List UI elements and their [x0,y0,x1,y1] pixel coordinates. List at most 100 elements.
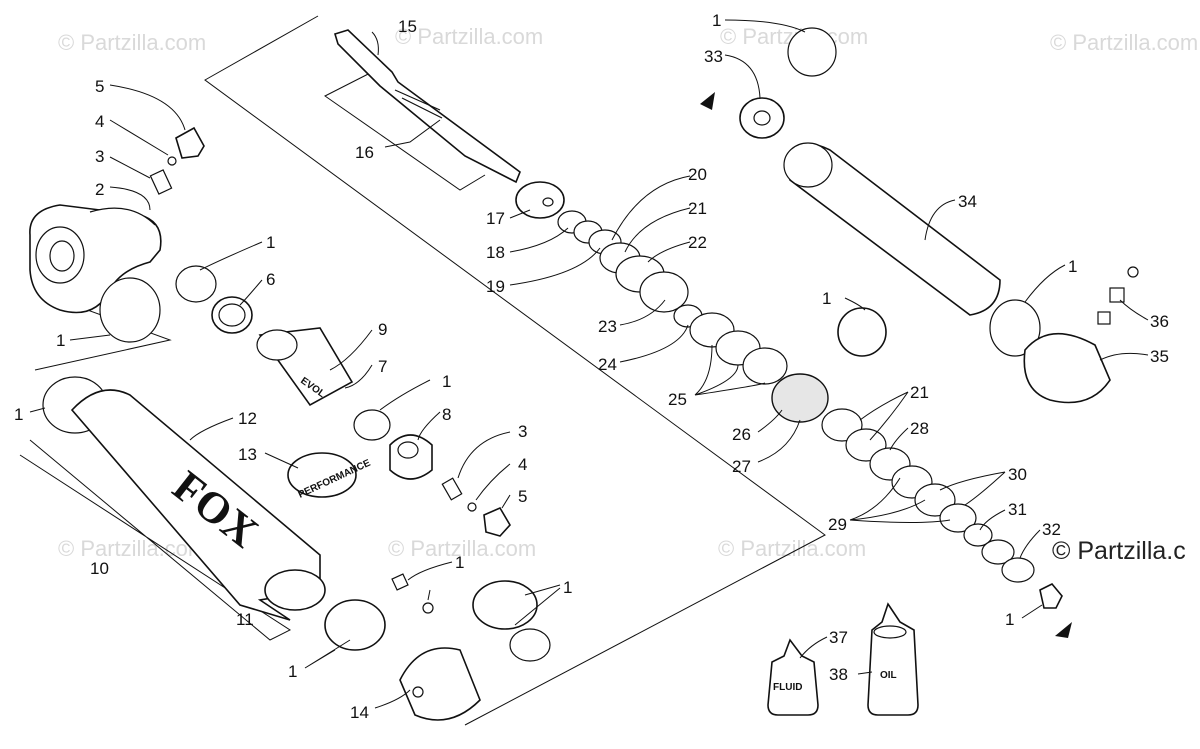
small-plug-1 [391,573,434,614]
callout-1: 1 [1068,257,1077,276]
direction-arrows [700,92,1072,638]
callout-1: 1 [14,405,23,424]
callout-4: 4 [518,455,527,474]
callout-22: 22 [688,233,707,252]
callout-3: 3 [95,147,104,166]
valve-part-36 [1097,266,1139,325]
watermarks: © Partzilla.com © Partzilla.com © Partzi… [58,24,1198,561]
watermark-text: © Partzilla.com [388,536,536,561]
oring-1-left [99,277,161,343]
callout-23: 23 [598,317,617,336]
callout-32: 32 [1042,520,1061,539]
cap-part-5-top [175,126,205,159]
reservoir-head-part-2 [29,204,162,314]
bushing-part-6 [211,296,253,334]
callout-19: 19 [486,277,505,296]
oring-1-reservoir [989,299,1041,357]
callout-1: 1 [288,662,297,681]
callout-21: 21 [688,199,707,218]
callout-9: 9 [378,320,387,339]
end-cap-part-14 [399,647,481,721]
nut-part-1-bottom [1039,583,1063,609]
callout-35: 35 [1150,347,1169,366]
callout-16: 16 [355,143,374,162]
callout-4: 4 [95,112,104,131]
callout-29: 29 [828,515,847,534]
oring-1-mid-right [837,307,887,357]
oring-1-lower-right [472,580,551,662]
leader-lines [29,19,1149,709]
callout-21: 21 [910,383,929,402]
valve-part-3-mid [441,477,463,501]
reservoir-end-part-35 [1023,332,1111,404]
callout-25: 25 [668,390,687,409]
oil-label: OIL [880,670,897,681]
callout-5: 5 [95,77,104,96]
callout-26: 26 [732,425,751,444]
assembly-outlines [19,15,826,726]
evol-sleeve-part-9: EVOL [256,327,354,407]
oil-bottle-part-38: OIL [867,602,919,716]
reservoir-cylinder-part-34 [783,142,1001,316]
watermark-text: © Partzilla.com [58,536,206,561]
bushing-part-33 [739,97,785,139]
callout-33: 33 [704,47,723,66]
callout-14: 14 [350,703,369,722]
oring-part-4-top [167,156,177,166]
watermark-text: © Partzilla.com [1050,30,1198,55]
shaft-part-15 [334,29,521,184]
callout-7: 7 [378,357,387,376]
callout-1: 1 [712,11,721,30]
spring-seat-part-11 [264,569,326,611]
callout-13: 13 [238,445,257,464]
brand-watermark: © Partzilla.c [1052,537,1186,565]
callout-24: 24 [598,355,617,374]
callout-18: 18 [486,243,505,262]
fluid-bottle-part-37: FLUID [767,638,819,716]
shim-stack-left [515,181,788,385]
watermark-text: © Partzilla.com [58,30,206,55]
performance-band-part-13: PERFORMANCE [287,452,373,501]
callout-34: 34 [958,192,977,211]
oring-1-mid [353,409,391,441]
callout-38: 38 [829,665,848,684]
callout-15: 15 [398,17,417,36]
callout-36: 36 [1150,312,1169,331]
piston-part-8 [389,434,433,480]
callout-2: 2 [95,180,104,199]
callout-37: 37 [829,628,848,647]
fluid-label: FLUID [773,682,802,693]
callout-1: 1 [1005,610,1014,629]
callout-28: 28 [910,419,929,438]
callout-8: 8 [442,405,451,424]
oring-1-upper [175,265,217,303]
oring-1-top-right [787,27,837,77]
callout-30: 30 [1008,465,1027,484]
watermark-text: © Partzilla.com [718,536,866,561]
callout-11: 11 [236,610,254,629]
callout-10: 10 [90,559,109,578]
callout-numbers: 15 16 5 4 3 2 1 6 9 7 1 1 8 12 1 13 3 4 … [14,11,1169,722]
callout-1: 1 [563,578,572,597]
callout-31: 31 [1008,500,1027,519]
shim-stack-right [821,408,1035,583]
callout-17: 17 [486,209,505,228]
watermark-text: © Partzilla.com [395,24,543,49]
callout-1: 1 [442,372,451,391]
callout-5: 5 [518,487,527,506]
callout-12: 12 [238,409,257,428]
callout-1: 1 [455,553,464,572]
callout-1: 1 [266,233,275,252]
callout-3: 3 [518,422,527,441]
callout-27: 27 [732,457,751,476]
cap-part-5-mid [483,506,511,537]
callout-20: 20 [688,165,707,184]
callout-6: 6 [266,270,275,289]
oring-1-lower-left [324,599,386,651]
callout-1: 1 [56,331,65,350]
oring-part-4-mid [467,502,477,512]
piston-part-26 [771,373,829,423]
callout-1: 1 [822,289,831,308]
valve-part-3-top [149,169,173,195]
